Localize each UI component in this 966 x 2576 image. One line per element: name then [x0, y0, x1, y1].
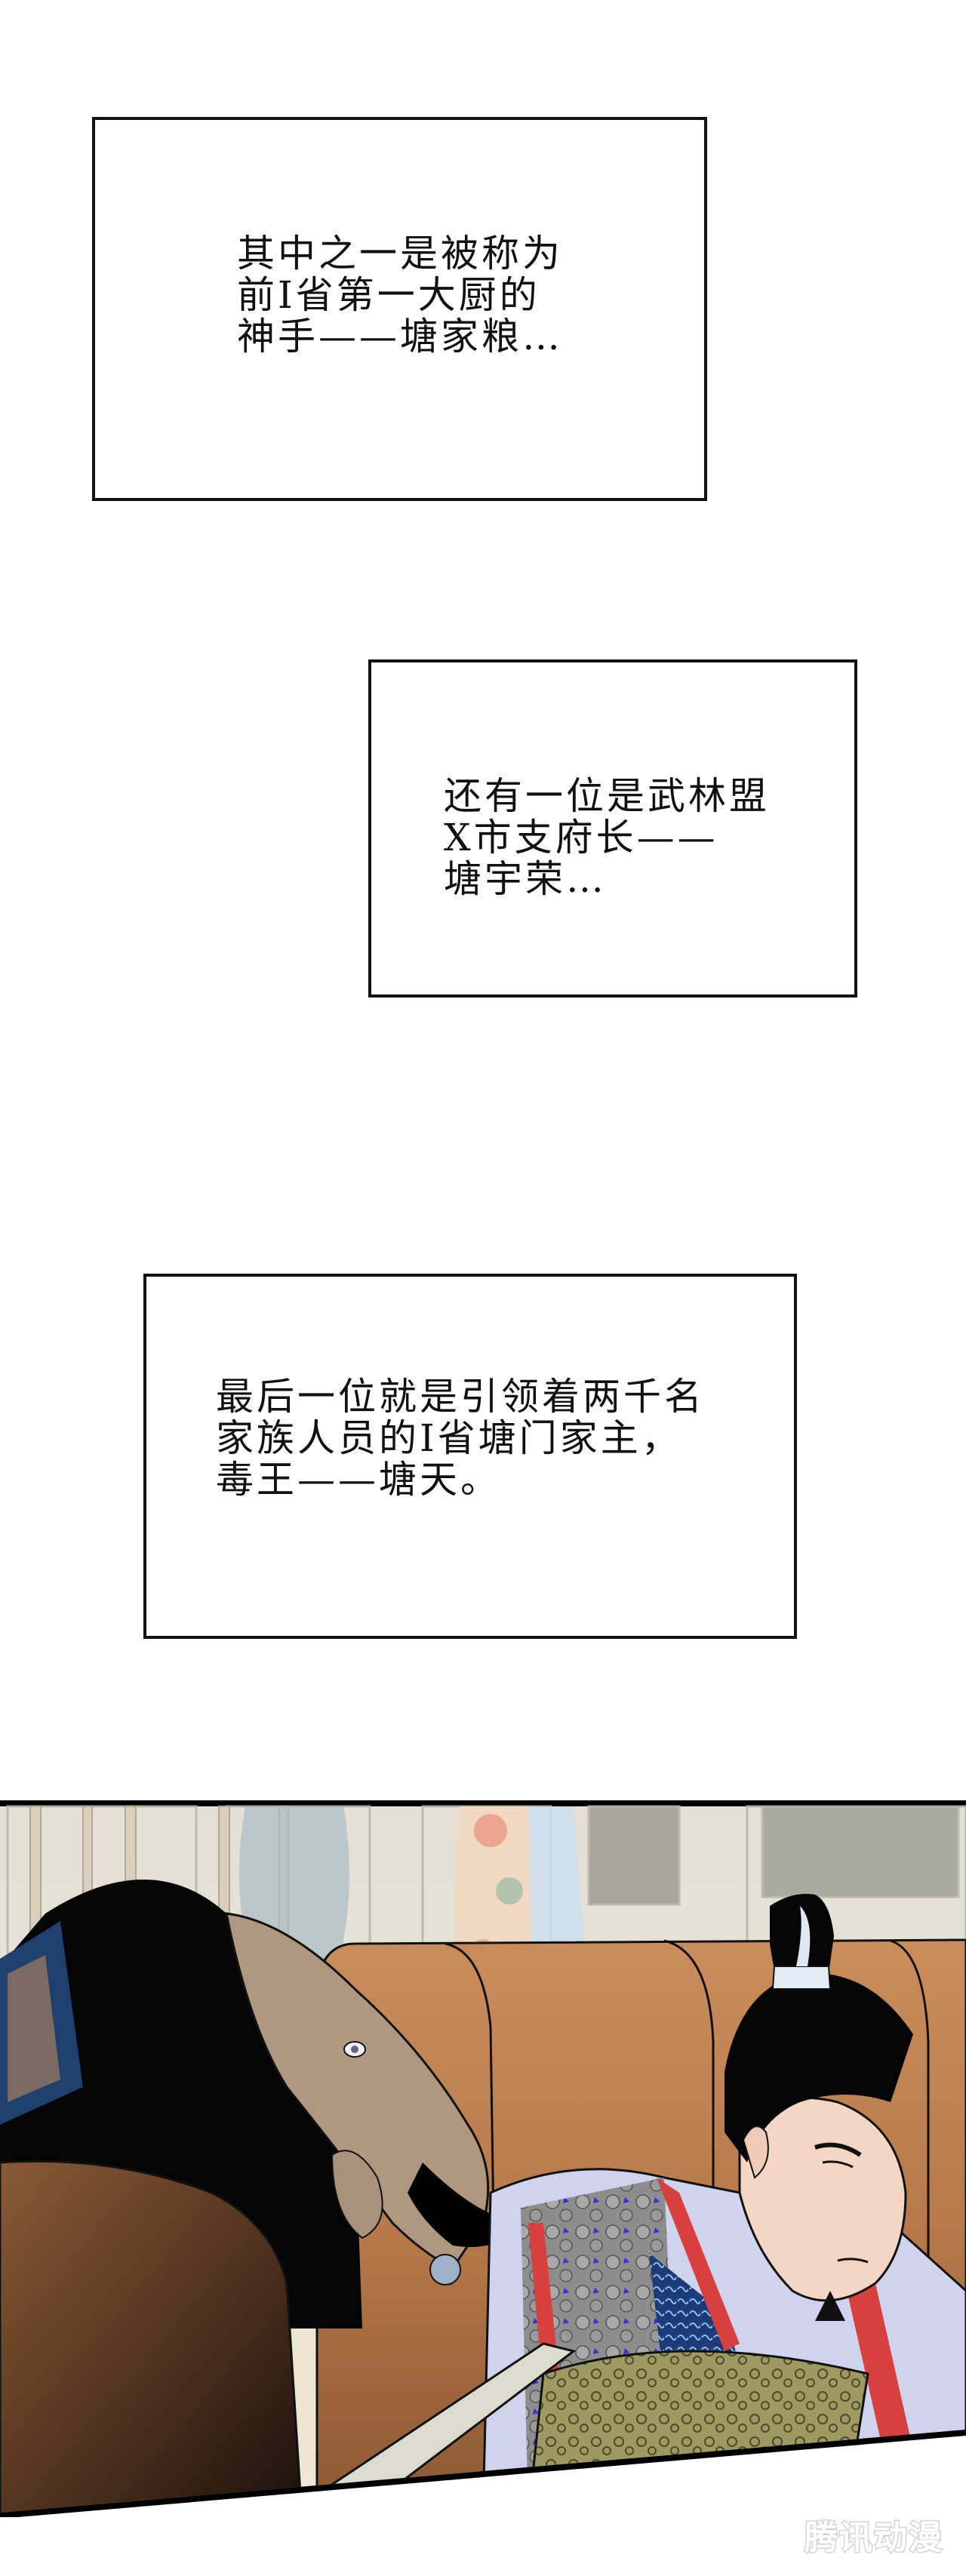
caption-box-3: 最后一位就是引领着两千名 家族人员的I省塘门家主， 毒王——塘天。 [143, 1274, 797, 1639]
caption-box-2: 还有一位是武林盟 X市支府长—— 塘宇荣… [368, 659, 857, 998]
panel-top-border [0, 1800, 966, 1806]
caption-text-1: 其中之一是被称为 前I省第一大厨的 神手——塘家粮… [237, 233, 563, 358]
comic-panel [0, 1800, 966, 2517]
caption-text-3: 最后一位就是引领着两千名 家族人员的I省塘门家主， 毒王——塘天。 [216, 1376, 705, 1501]
young-man-hair [724, 1973, 913, 2163]
young-man-face [738, 2096, 907, 2302]
caption-text-2: 还有一位是武林盟 X市支府长—— 塘宇荣… [444, 776, 770, 900]
caption-line: 神手——塘家粮… [237, 315, 563, 358]
watermark-logo: 腾讯动漫 [804, 2518, 943, 2559]
caption-line: 还有一位是武林盟 [444, 774, 770, 818]
panel-bottom-border [0, 2430, 966, 2517]
cushion [527, 2350, 869, 2513]
caption-line: X市支府长—— [444, 816, 718, 859]
hair-tie [771, 1966, 832, 1990]
caption-line: 塘宇荣… [444, 857, 607, 901]
caption-line: 其中之一是被称为 [237, 232, 563, 275]
earring [429, 2254, 461, 2286]
caption-line: 毒王——塘天。 [216, 1458, 501, 1502]
caption-line: 前I省第一大厨的 [237, 273, 540, 317]
goatee [815, 2291, 845, 2321]
caption-box-1: 其中之一是被称为 前I省第一大厨的 神手——塘家粮… [92, 117, 707, 501]
caption-line: 最后一位就是引领着两千名 [216, 1375, 705, 1419]
caption-line: 家族人员的I省塘门家主， [216, 1416, 682, 1460]
sofa-arm [0, 2159, 303, 2513]
